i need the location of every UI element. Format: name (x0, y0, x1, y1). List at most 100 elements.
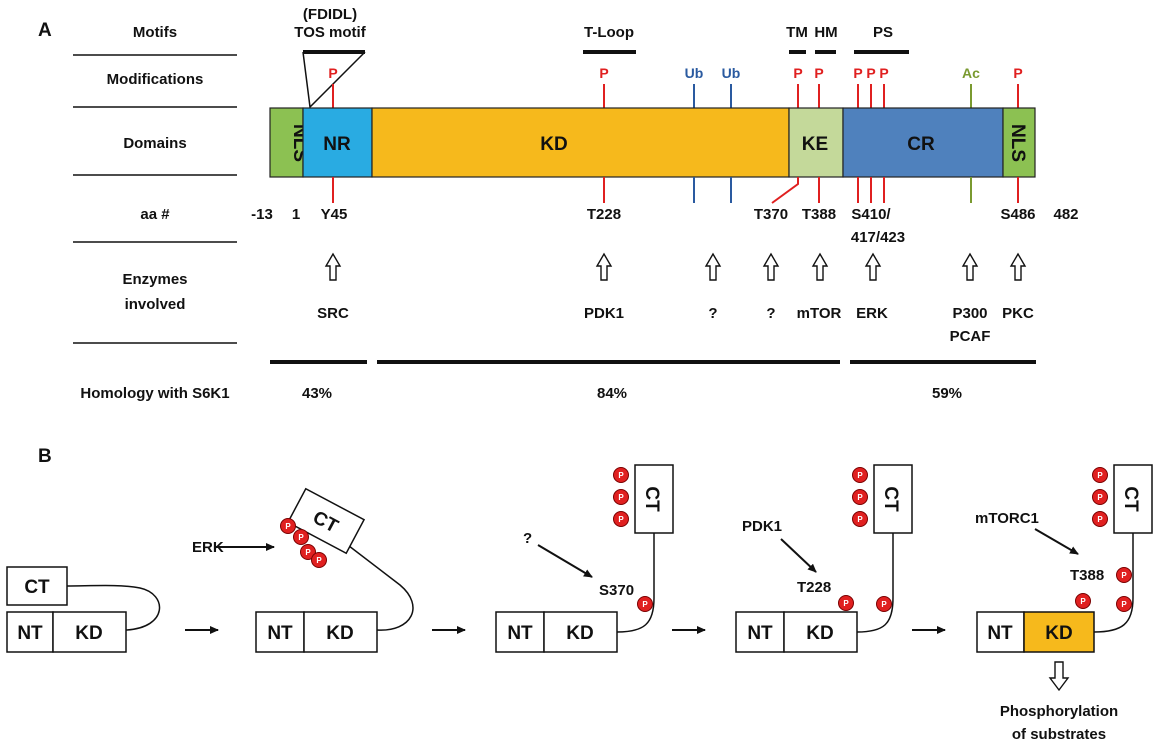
p-label: P (881, 600, 887, 609)
arrow-up-icon (596, 253, 612, 281)
domain-nls-right-label: NLS (1007, 124, 1028, 162)
aa-ticks (332, 177, 1019, 204)
kd-box-active (1023, 611, 1095, 653)
row-label-modifications: Modifications (107, 71, 204, 88)
p-label: P (1121, 600, 1127, 609)
p-label: P (1097, 493, 1103, 502)
mod-p-t370: P (793, 65, 802, 81)
mtorc1-label: mTORC1 (975, 510, 1039, 527)
p-label: P (618, 515, 624, 524)
homology-cterm: 59% (932, 385, 962, 402)
domain-bar: NLS NR KD KE CR NLS (269, 107, 1036, 178)
aa-t388: T388 (802, 206, 836, 223)
motif-tm: TM (786, 24, 808, 41)
nt-box (6, 611, 54, 653)
enzyme-erk: ERK (856, 305, 888, 322)
ct-label: CT (641, 486, 662, 512)
mod-ub-1: Ub (685, 65, 704, 81)
pdk1-label: PDK1 (742, 518, 782, 535)
aa-s410: S410/ (851, 206, 891, 223)
phospho-sites: P P P P (280, 518, 327, 568)
aa-one: 1 (292, 206, 300, 223)
nt-label: NT (507, 623, 533, 644)
linker (335, 535, 414, 631)
p-label: P (305, 548, 311, 557)
aa-t228: T228 (587, 206, 621, 223)
linker (1093, 533, 1134, 633)
ct-label: CT (880, 486, 901, 512)
ct-label: CT (24, 577, 50, 598)
domain-kd (371, 107, 790, 178)
aa-end: 482 (1053, 206, 1078, 223)
row-label-aa: aa # (140, 206, 170, 223)
ct-box (634, 464, 674, 534)
aa-start: -13 (251, 206, 273, 223)
kd-box (543, 611, 618, 653)
mod-ub-2: Ub (722, 65, 741, 81)
p-label: P (1121, 571, 1127, 580)
nt-label: NT (747, 623, 773, 644)
enzyme-p300: P300 (952, 305, 987, 322)
row-separators (73, 54, 237, 344)
motif-fdidl: (FDIDL) (303, 6, 357, 23)
p-label: P (857, 515, 863, 524)
aa-t370: T370 (754, 206, 788, 223)
stage-1: CT NT KD (6, 566, 161, 653)
mod-p-s417: P (866, 65, 875, 81)
row-label-enzymes-2: involved (125, 296, 186, 313)
linker (616, 533, 655, 633)
ct-box (1113, 464, 1153, 534)
nt-box (976, 611, 1025, 653)
enzyme-unknown-1: ? (708, 305, 717, 322)
arrow-up-icon (325, 253, 341, 281)
mod-p-t228: P (599, 65, 608, 81)
arrow-up-icon (962, 253, 978, 281)
result-line-2: of substrates (1012, 726, 1106, 743)
mod-p-t388: P (814, 65, 823, 81)
mod-p-s423: P (879, 65, 888, 81)
pdk1-arrow (780, 538, 817, 573)
kd-box (303, 611, 378, 653)
homology-nterm: 43% (302, 385, 332, 402)
stage-2: NT KD CT P P P P ERK (192, 487, 414, 653)
s370-label: S370 (599, 582, 634, 599)
row-label-enzymes-1: Enzymes (122, 271, 187, 288)
linker (856, 533, 894, 633)
unknown-kinase-label: ? (523, 530, 532, 547)
nt-label: NT (17, 623, 43, 644)
domain-ke (788, 107, 844, 178)
nt-label: NT (987, 623, 1013, 644)
panel-b: B CT NT KD NT KD CT P P P (6, 446, 1153, 743)
p-label: P (1097, 515, 1103, 524)
motif-tos: TOS motif (294, 24, 366, 41)
stage-4: NT KD CT P P P P P PDK1 T228 (735, 464, 913, 653)
p-label: P (642, 600, 648, 609)
mod-p-s410: P (853, 65, 862, 81)
phospho-sites: P P P P (613, 467, 653, 612)
row-label-domains: Domains (123, 135, 186, 152)
mod-p-y45: P (328, 65, 337, 81)
enzyme-mtor: mTOR (797, 305, 842, 322)
panel-b-label: B (38, 446, 52, 467)
ct-label: CT (1120, 486, 1141, 512)
kd-label: KD (75, 623, 102, 644)
p-label: P (857, 493, 863, 502)
aa-s486: S486 (1000, 206, 1035, 223)
motif-ps: PS (873, 24, 893, 41)
enzyme-unknown-2: ? (766, 305, 775, 322)
homology-kinase: 84% (597, 385, 627, 402)
arrow-down-icon (1049, 661, 1069, 691)
kd-label: KD (566, 623, 593, 644)
kd-label: KD (1045, 623, 1072, 644)
kd-box (52, 611, 127, 653)
motif-tos-wedge (302, 51, 366, 109)
enzyme-pkc: PKC (1002, 305, 1034, 322)
enzyme-src: SRC (317, 305, 349, 322)
arrow-up-icon (812, 253, 828, 281)
mtorc1-arrow (1034, 528, 1079, 555)
domain-cr (842, 107, 1004, 178)
enzyme-pdk1: PDK1 (584, 305, 624, 322)
row-label-motifs: Motifs (133, 24, 177, 41)
p-label: P (316, 556, 322, 565)
